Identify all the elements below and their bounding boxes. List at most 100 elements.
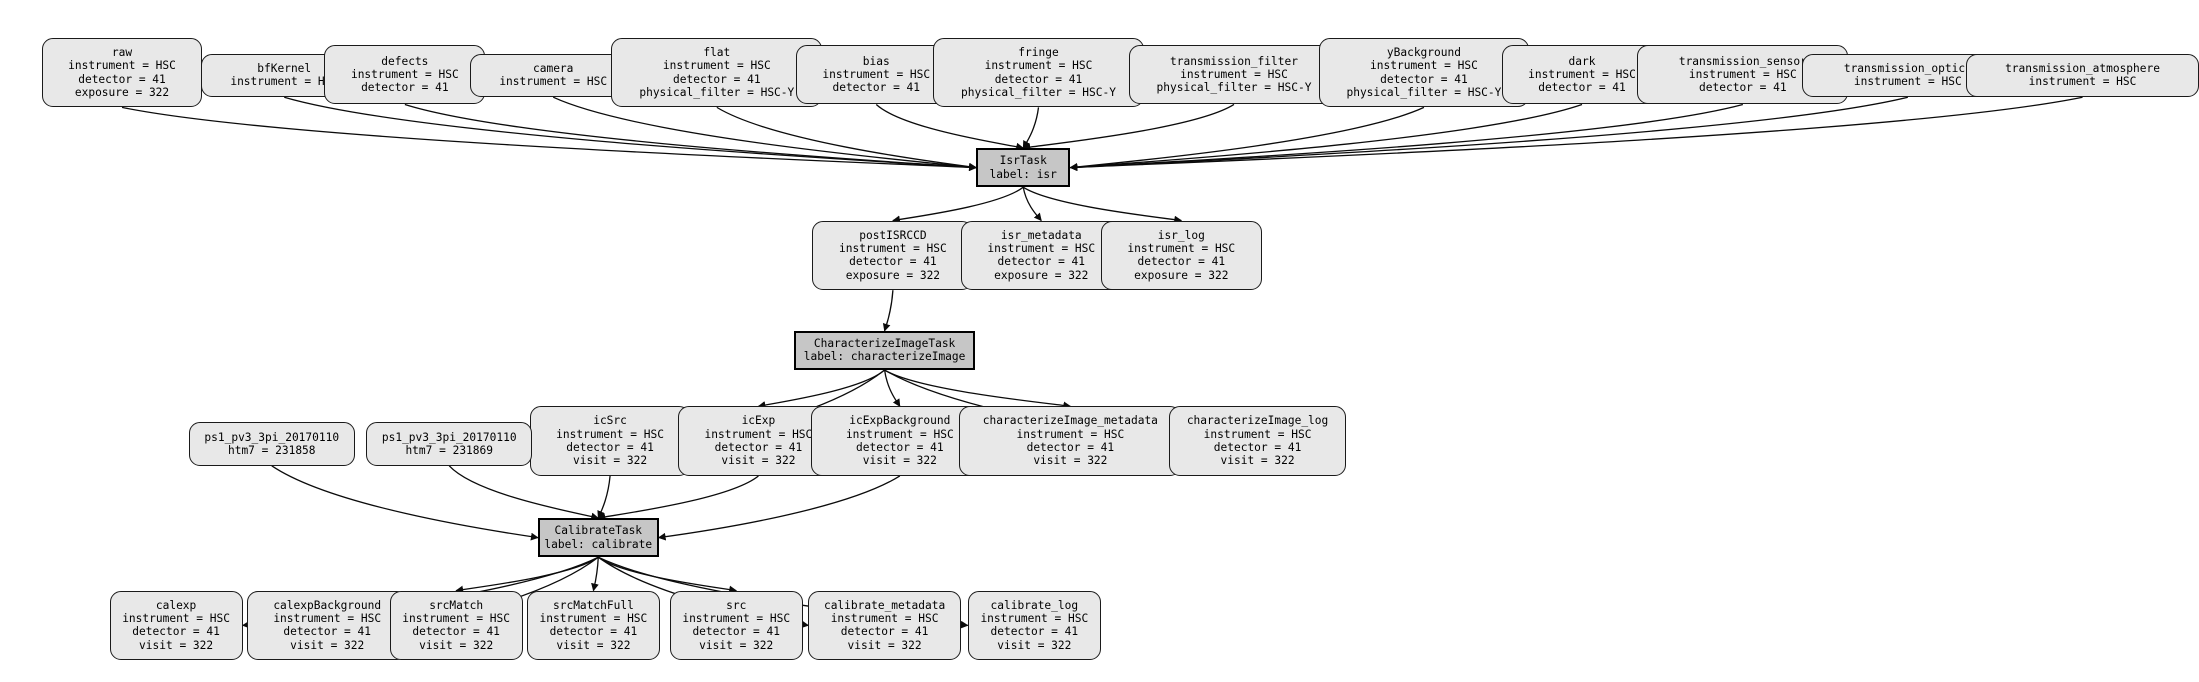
node-dimension: instrument = HSC <box>230 75 339 89</box>
node-dimension: instrument = HSC <box>984 59 1093 73</box>
node-title: CalibrateTask <box>554 524 643 538</box>
node-title: isr_log <box>1157 228 1205 242</box>
node-dimension: detector = 41 <box>856 441 944 455</box>
node-title: calibrate_metadata <box>823 598 946 612</box>
node-dimension: instrument = HSC <box>1528 68 1636 82</box>
edge-IsrTask-to-postISRCCD <box>892 186 1024 224</box>
node-dimension: instrument = HSC <box>830 612 939 626</box>
node-dimension: instrument = HSC <box>822 68 931 82</box>
edge-defects-to-IsrTask <box>404 103 977 172</box>
node-dimension: instrument = HSC <box>987 242 1096 256</box>
node-title: camera <box>532 62 574 76</box>
node-dimension: label: calibrate <box>544 537 653 551</box>
node-dimension: detector = 41 <box>549 625 638 639</box>
edge-transmission_filter-to-IsrTask <box>1022 103 1235 151</box>
node-dimension: instrument = HSC <box>704 427 813 441</box>
node-dimension: visit = 322 <box>139 638 214 652</box>
edge-icExpBackground-to-CalibrateTask <box>657 475 901 541</box>
node-title: calexpBackground <box>273 598 382 612</box>
node-dimension: detector = 41 <box>994 72 1083 86</box>
node-dimension: visit = 322 <box>721 454 796 468</box>
node-title: bfKernel <box>257 62 312 76</box>
edge-bias-to-IsrTask <box>875 103 1025 151</box>
node-title: src <box>726 598 747 612</box>
node-dimension: detector = 41 <box>1213 441 1302 455</box>
edge-CalibrateTask-to-srcMatch <box>455 556 599 594</box>
node-title: raw <box>111 45 133 59</box>
edge-transmission_optics-to-IsrTask <box>1069 96 1908 172</box>
node-dimension: detector = 41 <box>714 441 803 455</box>
node-dimension: visit = 322 <box>699 638 774 652</box>
node-dimension: instrument = HSC <box>980 612 1089 626</box>
node-dimension: detector = 41 <box>412 625 500 639</box>
node-title: icExpBackground <box>849 414 951 428</box>
node-title: ps1_pv3_3pi_20170110 <box>381 430 517 444</box>
node-title: srcMatchFull <box>552 598 634 612</box>
edge-CharacterizeImageTask-to-characterizeImage_metadata <box>884 369 1072 410</box>
node-dimension: detector = 41 <box>1380 72 1468 86</box>
edge-IsrTask-to-isr_metadata <box>1022 187 1042 222</box>
node-dimension: physical_filter = HSC-Y <box>639 85 795 99</box>
node-dimension: instrument = HSC <box>350 68 459 82</box>
node-dimension: instrument = HSC <box>122 612 230 626</box>
edge-transmission_sensor-to-IsrTask <box>1069 103 1744 172</box>
node-title: ps1_pv3_3pi_20170110 <box>204 430 340 444</box>
node-dimension: visit = 322 <box>1033 454 1108 468</box>
node-dimension: instrument = HSC <box>682 612 791 626</box>
node-dimension: physical_filter = HSC-Y <box>1156 81 1312 95</box>
node-dimension: detector = 41 <box>673 72 761 86</box>
node-dimension: instrument = HSC <box>1688 68 1797 82</box>
node-dimension: visit = 322 <box>1220 454 1295 468</box>
node-title: postISRCCD <box>859 228 927 242</box>
node-dimension: detector = 41 <box>1538 81 1626 95</box>
node-dimension: instrument = HSC <box>68 59 176 73</box>
edge-raw-to-IsrTask <box>121 106 977 172</box>
node-dimension: visit = 322 <box>419 638 494 652</box>
node-title: transmission_optics <box>1843 62 1972 76</box>
node-title: CharacterizeImageTask <box>813 337 956 351</box>
node-title: transmission_atmosphere <box>2005 62 2160 76</box>
node-dimension: htm7 = 231869 <box>405 444 493 458</box>
node-title: transmission_sensor <box>1678 54 1807 68</box>
node-dimension: label: isr <box>989 167 1057 181</box>
node-dimension: detector = 41 <box>1699 81 1787 95</box>
node-dimension: detector = 41 <box>849 255 937 269</box>
edge-CalibrateTask-to-srcMatchFull <box>591 557 599 592</box>
node-dimension: physical_filter = HSC-Y <box>1346 85 1502 99</box>
node-dimension: instrument = HSC <box>1180 68 1288 82</box>
node-dimension: detector = 41 <box>361 81 449 95</box>
node-title: transmission_filter <box>1169 54 1298 68</box>
node-dimension: detector = 41 <box>283 625 371 639</box>
edge-bfKernel-to-IsrTask <box>284 96 977 172</box>
